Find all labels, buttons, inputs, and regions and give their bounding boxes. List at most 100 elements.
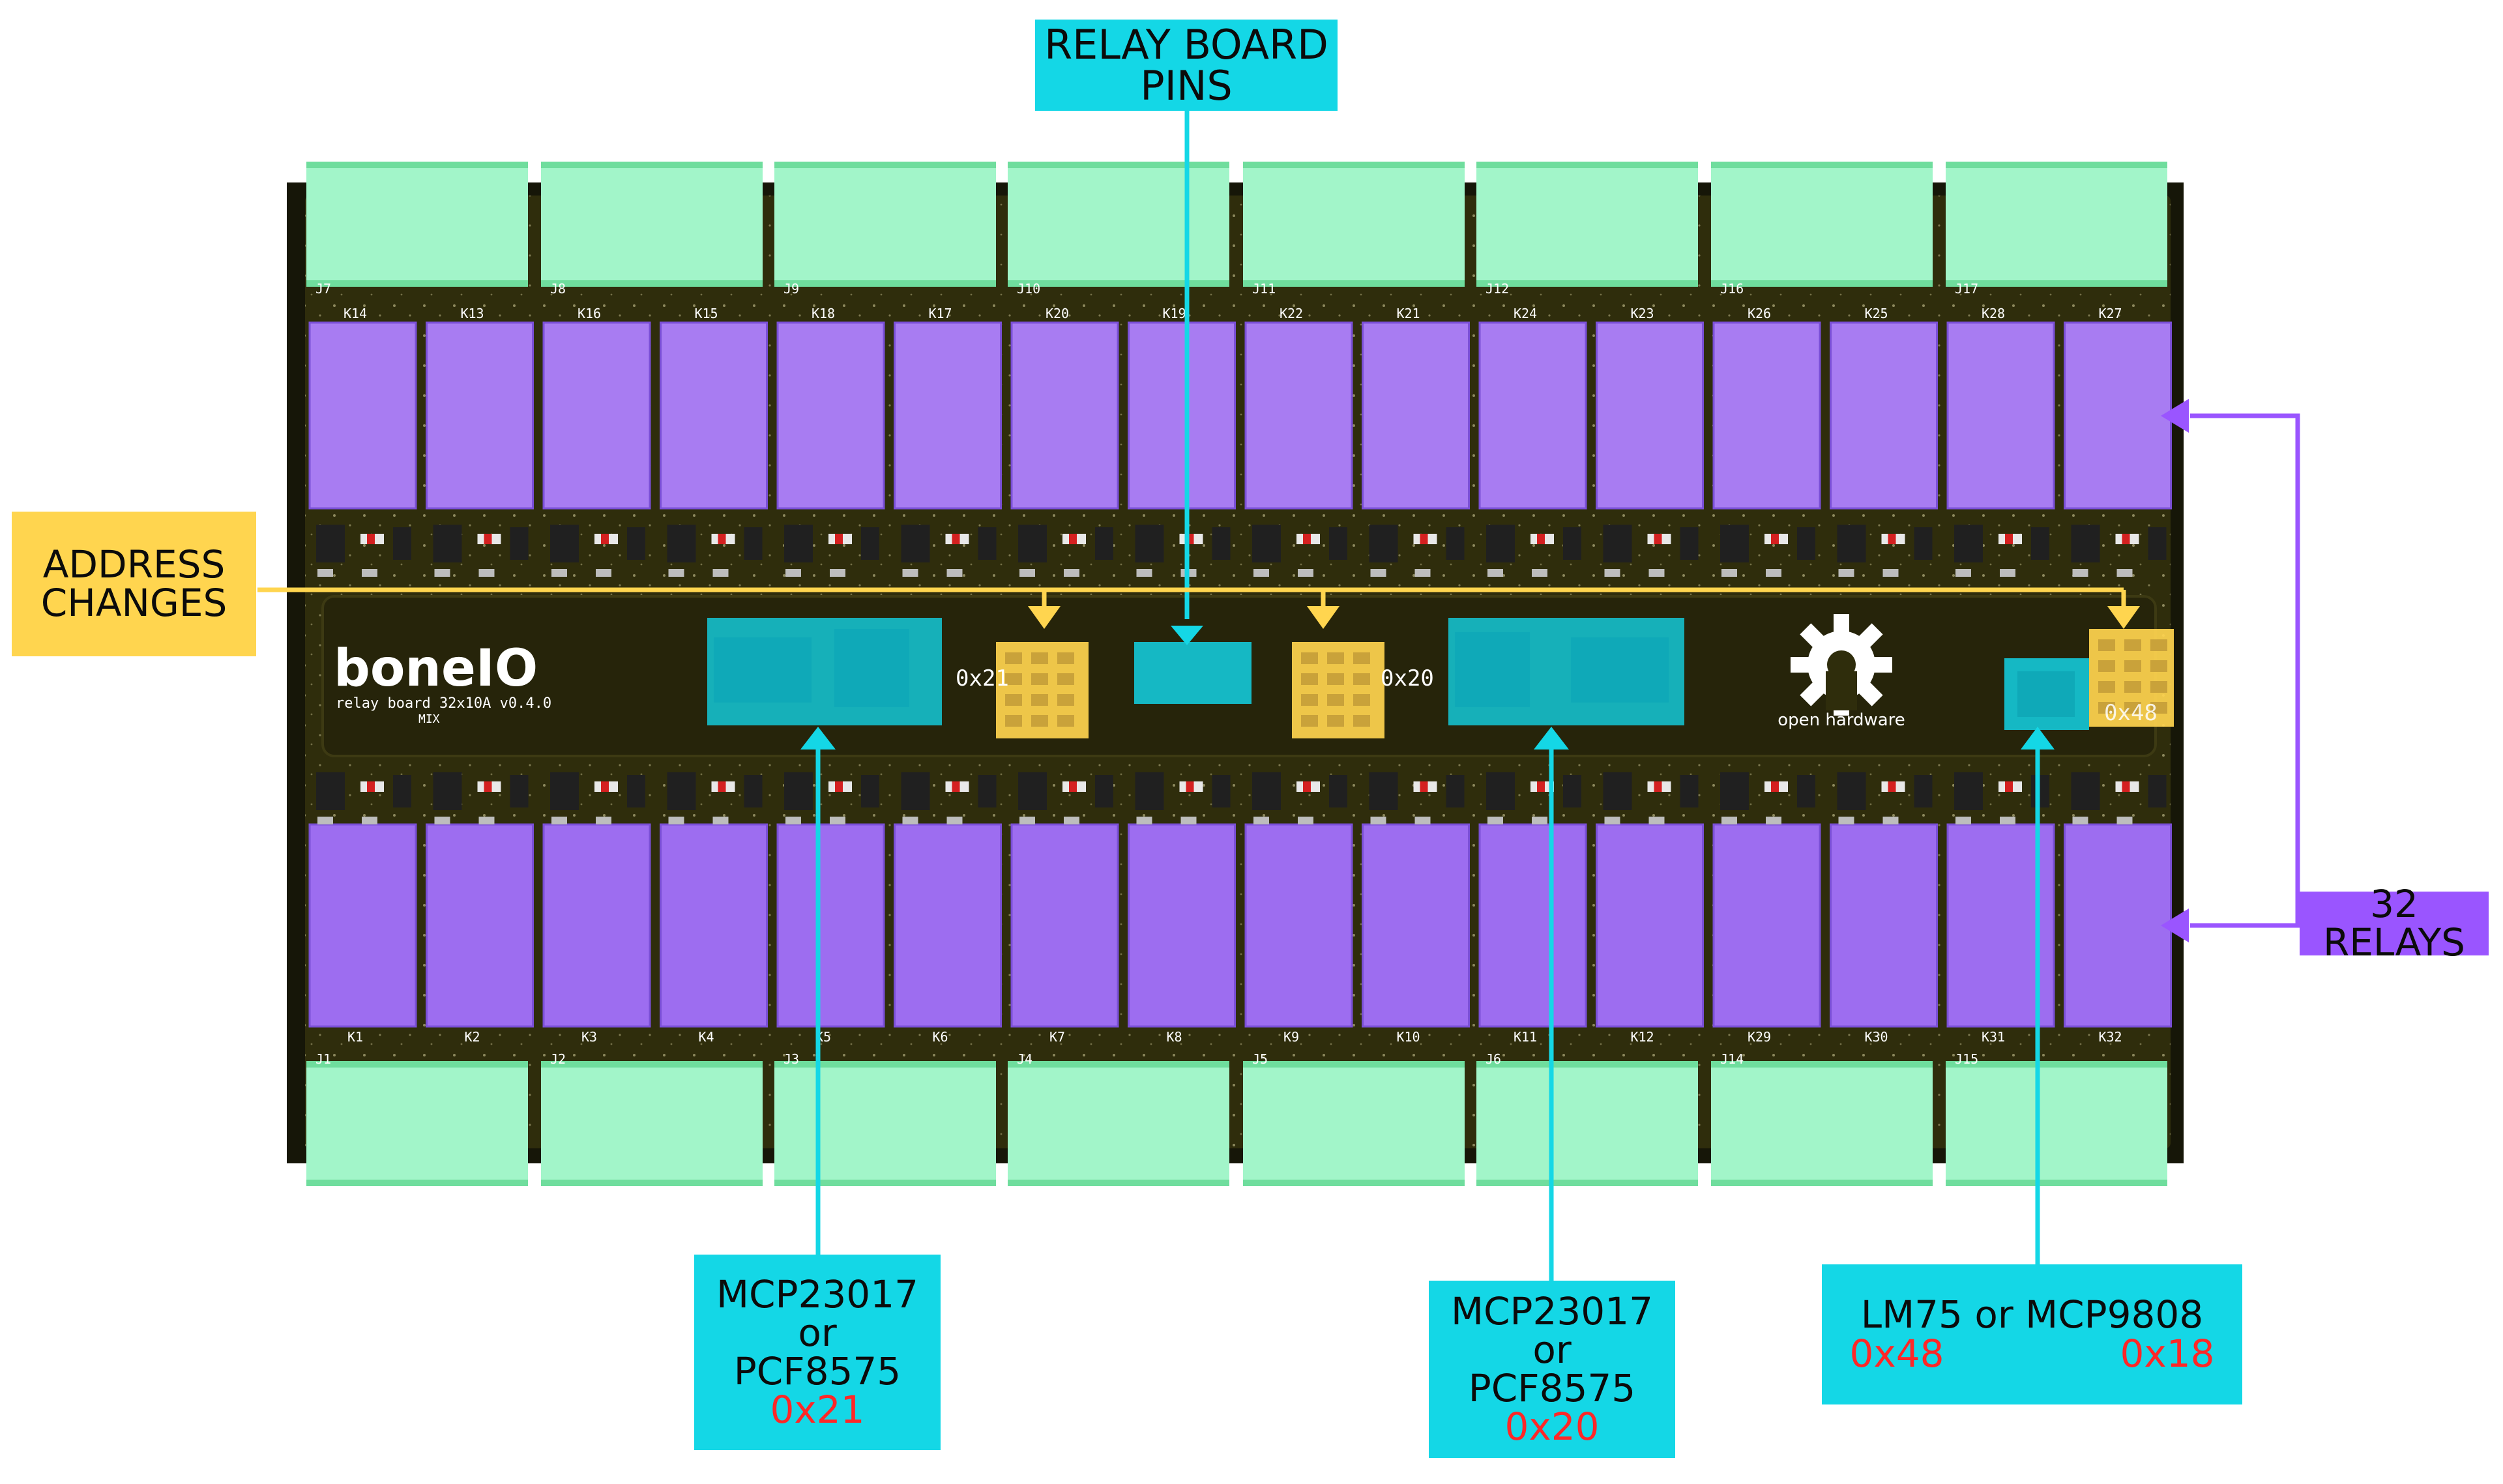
resistor xyxy=(668,817,684,824)
mosfet xyxy=(667,525,696,562)
temp-sensor-address-b: 0x18 xyxy=(2120,1331,2215,1376)
resistor xyxy=(668,569,684,577)
connector-label: J4 xyxy=(1017,1051,1032,1067)
relay-body xyxy=(1712,321,1821,510)
mosfet xyxy=(1837,772,1866,810)
relay-label: K30 xyxy=(1864,1029,1888,1045)
resistor xyxy=(785,569,801,577)
relay-label: K26 xyxy=(1748,306,1771,321)
led-mark xyxy=(1888,534,1896,544)
mosfet xyxy=(1603,772,1632,810)
connector-label: J17 xyxy=(1955,281,1978,297)
jumper-pad xyxy=(1005,673,1022,685)
mosfet xyxy=(316,772,345,810)
relay-board-pins-line2: PINS xyxy=(1140,62,1233,109)
jumper-pad xyxy=(1005,715,1022,727)
expander-left-line1: MCP23017 xyxy=(716,1272,919,1317)
relay-label: K21 xyxy=(1396,306,1420,321)
temp-sensor-line1: LM75 or MCP9808 xyxy=(1860,1292,2204,1337)
diode xyxy=(1680,527,1699,560)
mosfet xyxy=(433,772,462,810)
jumper-pad xyxy=(2124,660,2141,672)
diode xyxy=(861,527,879,560)
mosfet xyxy=(784,772,813,810)
relay-label: K6 xyxy=(932,1029,948,1045)
resistor xyxy=(1955,569,1971,577)
relay-label: K1 xyxy=(347,1029,363,1045)
led-mark xyxy=(952,781,960,792)
resistor xyxy=(1298,569,1313,577)
mosfet xyxy=(1018,772,1047,810)
relay-label: K24 xyxy=(1514,306,1537,321)
resistor xyxy=(1019,817,1035,824)
expander-left-line2: or xyxy=(798,1310,837,1355)
relay-body xyxy=(2064,823,2172,1028)
terminal-block xyxy=(1711,1068,1933,1180)
mosfet xyxy=(2071,772,2100,810)
mosfet xyxy=(1018,525,1047,562)
relay-body xyxy=(660,823,768,1028)
diode xyxy=(2031,775,2049,807)
mosfet xyxy=(901,772,930,810)
jumper-pad xyxy=(1353,694,1370,706)
mosfet xyxy=(1720,772,1749,810)
addr-label-temp: 0x48 xyxy=(2104,700,2158,726)
resistor xyxy=(2072,817,2088,824)
led-mark xyxy=(367,534,375,544)
relay-body xyxy=(1362,321,1470,510)
resistor xyxy=(785,817,801,824)
resistor xyxy=(1955,817,1971,824)
led-mark xyxy=(1069,781,1077,792)
resistor xyxy=(362,569,377,577)
resistor xyxy=(551,817,567,824)
jumper-pad xyxy=(1327,673,1344,685)
diode xyxy=(1329,527,1347,560)
resistor xyxy=(1838,817,1854,824)
jumper-pad xyxy=(1301,652,1318,664)
diode xyxy=(510,775,529,807)
relay-body xyxy=(1010,321,1119,510)
diode xyxy=(1914,527,1933,560)
relay-label: K2 xyxy=(464,1029,480,1045)
terminal-block xyxy=(774,168,996,280)
diode xyxy=(1680,775,1699,807)
resistor xyxy=(1414,569,1431,577)
resistor xyxy=(1648,817,1665,824)
diode xyxy=(744,527,763,560)
jumper-pad xyxy=(1057,652,1074,664)
expander-right-callout: MCP23017 or PCF8575 0x20 xyxy=(1429,1281,1675,1458)
temp-sensor-highlight xyxy=(2004,658,2089,730)
resistor xyxy=(1136,569,1152,577)
violet-leader-lines xyxy=(2190,413,2300,928)
jumper-pad xyxy=(2150,702,2167,714)
relay-label: K28 xyxy=(1982,306,2005,321)
relay-body xyxy=(1478,823,1587,1028)
open-hardware-label: open hardware xyxy=(1778,710,1905,730)
resistor xyxy=(902,569,918,577)
jumper-pad xyxy=(1031,694,1048,706)
resistor xyxy=(1532,817,1547,824)
diode xyxy=(1446,527,1465,560)
jumper-pad xyxy=(2098,660,2115,672)
relay-body xyxy=(1830,823,1938,1028)
jumper-pad xyxy=(1301,694,1318,706)
address-changes-line1: ADDRESS xyxy=(42,542,226,587)
driver-components xyxy=(316,525,2167,824)
terminal-block xyxy=(1711,168,1933,280)
connector-label: J6 xyxy=(1486,1051,1501,1067)
open-hardware-gear-icon xyxy=(1791,614,1892,716)
jumper-pad xyxy=(1005,652,1022,664)
resistor xyxy=(2116,817,2133,824)
relay-body xyxy=(542,321,651,510)
mosfet xyxy=(1837,525,1866,562)
relay-body xyxy=(1244,321,1353,510)
resistor xyxy=(596,569,611,577)
diode xyxy=(1212,527,1231,560)
resistor xyxy=(1298,817,1313,824)
relay-body xyxy=(1128,321,1236,510)
led-mark xyxy=(1069,534,1077,544)
relay-label: K32 xyxy=(2098,1029,2122,1045)
expander-left-line3: PCF8575 xyxy=(733,1349,901,1393)
board-subtitle: relay board 32x10A v0.4.0 xyxy=(336,695,551,712)
